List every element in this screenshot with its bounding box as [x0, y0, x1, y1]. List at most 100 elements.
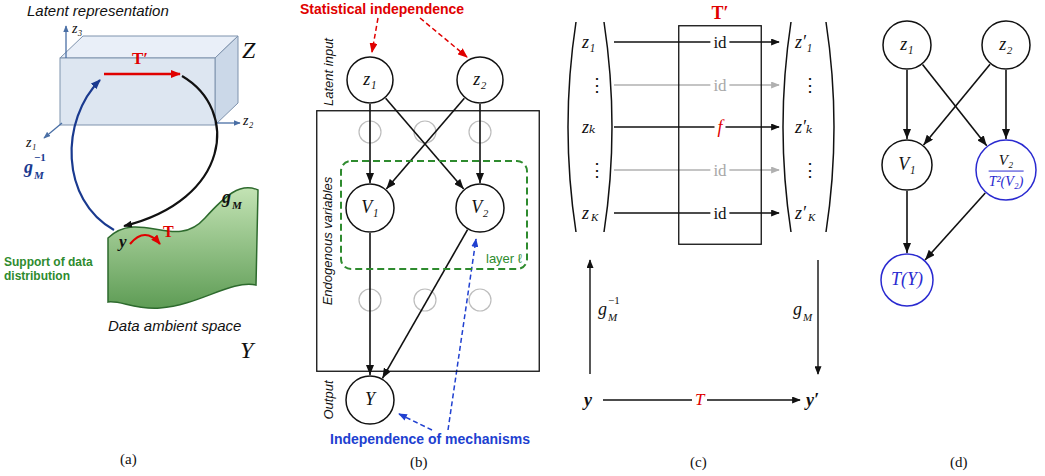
map-label: g — [598, 300, 607, 318]
map-superscript: −1 — [34, 152, 46, 163]
hidden-unit — [469, 289, 491, 311]
panel-label: (a) — [120, 452, 137, 467]
node-circle — [456, 184, 504, 232]
axis-label: z₃ — [72, 22, 82, 36]
causal-arrow — [369, 104, 371, 183]
node-text: T′ — [711, 4, 728, 22]
map-subscript: M — [34, 170, 44, 181]
vector-entry: z′ₖ — [795, 118, 813, 136]
generative-map-arrow — [817, 260, 818, 374]
map-label: g — [24, 158, 33, 176]
latent-variable-node: z₁ — [882, 20, 932, 70]
generative-map-arrow — [124, 76, 217, 226]
node-text: f — [714, 118, 725, 136]
node-text: V₂ — [999, 152, 1013, 170]
causal-arrow — [1005, 70, 1007, 139]
node-circle — [457, 57, 503, 103]
cube-top-face — [60, 36, 238, 58]
causal-arrow — [479, 104, 481, 183]
node-circle — [982, 21, 1030, 69]
node-text: id — [710, 77, 729, 94]
vector-ellipsis: ⋮ — [588, 76, 606, 94]
vector-subscript: K — [808, 212, 815, 223]
causal-arrow — [382, 230, 467, 379]
latent-transform-arrow — [104, 73, 180, 76]
inverse-map-arrow — [72, 80, 114, 230]
causal-arrow — [369, 233, 371, 375]
causal-arrow — [906, 70, 908, 139]
latent-variable-node: z₂ — [981, 20, 1031, 70]
component-arrow — [614, 41, 779, 42]
node-text: z₂ — [999, 35, 1012, 55]
vector-entry: z₁ — [582, 33, 595, 51]
node-circle — [883, 21, 931, 69]
vector-entry: z — [582, 204, 589, 222]
causal-arrow — [925, 193, 985, 260]
transformation-label: T — [692, 391, 707, 408]
map-label: g — [793, 300, 802, 318]
vector-entry: zₖ — [582, 118, 596, 136]
node-text: layer ℓ — [486, 252, 522, 266]
space-caption: Data ambient space — [108, 318, 241, 333]
vector-entry: z′₁ — [795, 33, 812, 51]
map-subscript: M — [803, 312, 812, 323]
vector-ellipsis: ⋮ — [801, 161, 819, 179]
independence-leader — [372, 18, 378, 52]
hidden-unit — [414, 289, 436, 311]
node-text: V₁ — [898, 155, 915, 175]
map-subscript: M — [232, 200, 242, 211]
node-text-group: z₂ — [999, 35, 1012, 55]
node-text-group: V₁ — [898, 155, 915, 175]
axis-line — [216, 122, 240, 123]
endogenous-node: V₁ — [345, 183, 395, 233]
causal-arrow — [906, 191, 908, 253]
node-circle — [346, 376, 394, 424]
node-text: z₂ — [473, 70, 486, 90]
node-outline — [341, 161, 527, 269]
vector-bracket — [826, 22, 834, 232]
data-manifold — [108, 188, 258, 309]
axis-label: z₁ — [26, 136, 36, 150]
output-node: T(Y) — [880, 253, 934, 307]
cube-side-face — [215, 36, 238, 125]
annotation: Independence of mechanisms — [330, 432, 530, 446]
data-point: y′ — [806, 391, 819, 409]
output-node: Y — [345, 375, 395, 425]
node-text-group: z₁ — [363, 70, 376, 90]
node-text: Y — [365, 390, 375, 410]
node-text: T(Y) — [891, 270, 923, 290]
mechanism-leader — [448, 239, 476, 430]
manifold-label: Support of data distribution — [4, 256, 112, 284]
component-arrow — [614, 169, 779, 170]
node-text-group: V₂T²(V₂) — [989, 152, 1024, 189]
vector-ellipsis: ⋮ — [801, 76, 819, 94]
axis-line — [44, 123, 62, 138]
transformation-label: T — [163, 224, 174, 240]
endogenous-box-outline — [316, 110, 540, 372]
row-label: Latent input — [322, 38, 335, 106]
panel-title: Latent representation — [27, 3, 169, 18]
node-circle — [882, 140, 932, 190]
panel-label: (c) — [690, 455, 707, 470]
causal-arrow — [924, 64, 991, 145]
transformation-box: T′ididfidid — [678, 25, 762, 245]
node-circle — [346, 184, 394, 232]
causal-arrow — [386, 98, 464, 189]
node-text: z₁ — [900, 35, 913, 55]
data-point: y — [119, 233, 127, 250]
node-text: id — [710, 205, 729, 222]
transformation-label: T′ — [132, 50, 148, 67]
node-circle — [881, 254, 933, 306]
vector-bracket — [783, 22, 791, 232]
axis-label: z₂ — [243, 114, 253, 128]
node-text: id — [710, 34, 729, 51]
mechanism-leader — [399, 414, 432, 430]
component-arrow — [614, 84, 779, 85]
latent-variable-node: z₂ — [456, 56, 504, 104]
node-text: z₁ — [363, 70, 376, 90]
vector-bracket — [604, 22, 612, 232]
